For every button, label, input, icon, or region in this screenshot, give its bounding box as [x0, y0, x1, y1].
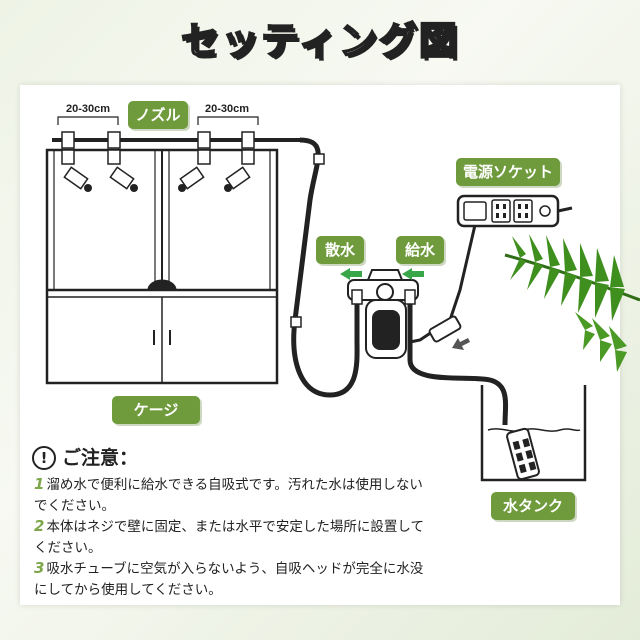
- palm-leaf-illustration: [504, 234, 640, 372]
- note-number: 2: [34, 517, 45, 535]
- nozzle-spacing-right: 20-30cm: [205, 103, 250, 115]
- power-socket-label: 電源ソケット: [456, 158, 560, 186]
- flow-arrows: [340, 268, 424, 280]
- supply-hose: [407, 300, 509, 426]
- note-number: 1: [34, 475, 45, 493]
- cable-direction-arrow: [452, 338, 470, 350]
- note-number: 3: [34, 559, 45, 577]
- hose-clip-middle: [290, 316, 302, 328]
- hose-clip-top: [313, 153, 325, 165]
- spray-label: 散水: [316, 236, 364, 264]
- pump-illustration: [347, 269, 419, 359]
- nozzle-spacing-left: 20-30cm: [66, 103, 111, 115]
- power-adapter: [428, 315, 462, 343]
- spray-hose: [291, 137, 360, 398]
- nozzle-label: ノズル: [128, 101, 188, 129]
- page-title: セッティング図: [180, 18, 459, 64]
- notes-heading: ご注意：: [62, 447, 139, 469]
- warning-icon: !: [32, 446, 56, 470]
- nozzle-assembly: [52, 116, 300, 192]
- cage-label: ケージ: [112, 396, 200, 424]
- note-text: 吸水チューブに空気が入らないよう、自吸ヘッドが完全に水没にしてから使用してくださ…: [34, 561, 424, 598]
- cage-illustration: [45, 148, 279, 385]
- water-tank-illustration: [480, 385, 587, 482]
- water-tank-label: 水タンク: [491, 492, 575, 520]
- note-text: 本体はネジで壁に固定、または水平で安定した場所に設置してください。: [34, 519, 425, 556]
- note-text: 溜め水で便利に給水できる自吸式です。汚れた水は使用しないでください。: [34, 477, 423, 514]
- power-socket-illustration: [456, 194, 573, 228]
- supply-label: 給水: [396, 236, 444, 264]
